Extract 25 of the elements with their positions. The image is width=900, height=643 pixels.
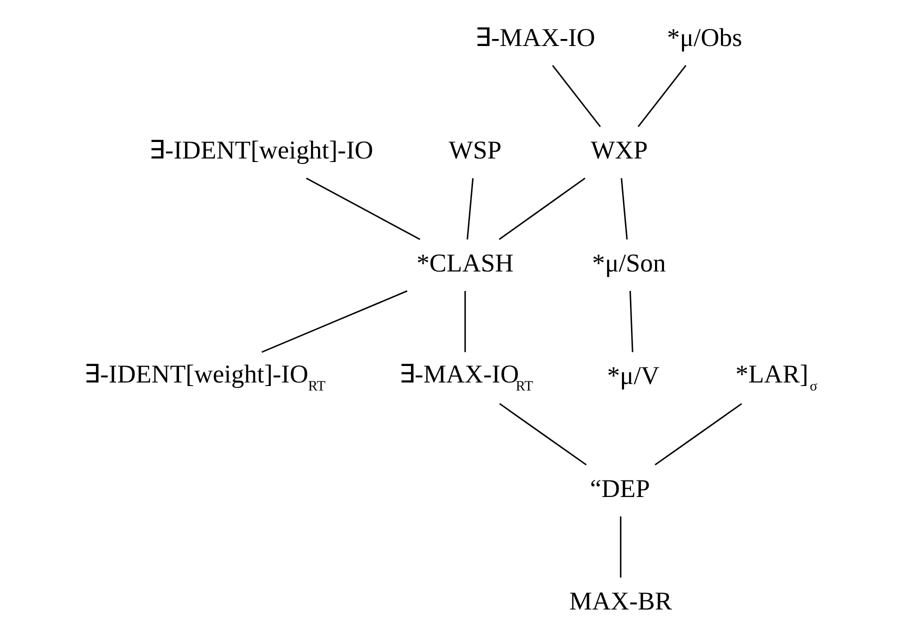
connector [498,403,586,466]
node-text: ∃-MAX-IO [474,22,595,52]
node-text: ∃-MAX-IO$_{RT}$ [398,360,533,395]
connector [306,178,420,240]
node-text: WSP [448,136,502,165]
connector [498,178,585,240]
connector [619,516,621,578]
connector [654,403,742,466]
connector [637,65,686,128]
connector [620,178,628,240]
node-text: WXP [590,136,648,165]
node-text: *μ/Obs [666,22,742,52]
node-text: *μ/V [606,361,659,390]
node-text: ∃-IDENT[weight]-IO [148,136,373,165]
connector [552,65,600,128]
connector [466,178,474,240]
connector [464,290,466,352]
node-text: *CLASH [416,248,514,278]
node-text: ∃-IDENT[weight]-IO$_{RT}$ [84,360,326,395]
node-text: *LAR]$_{σ}$ [735,360,817,395]
node-text: *μ/Son [592,248,666,278]
node-text: “DEP [589,474,650,503]
connector [628,290,633,352]
connector [261,290,407,353]
node-text: MAX-BR [568,586,672,616]
